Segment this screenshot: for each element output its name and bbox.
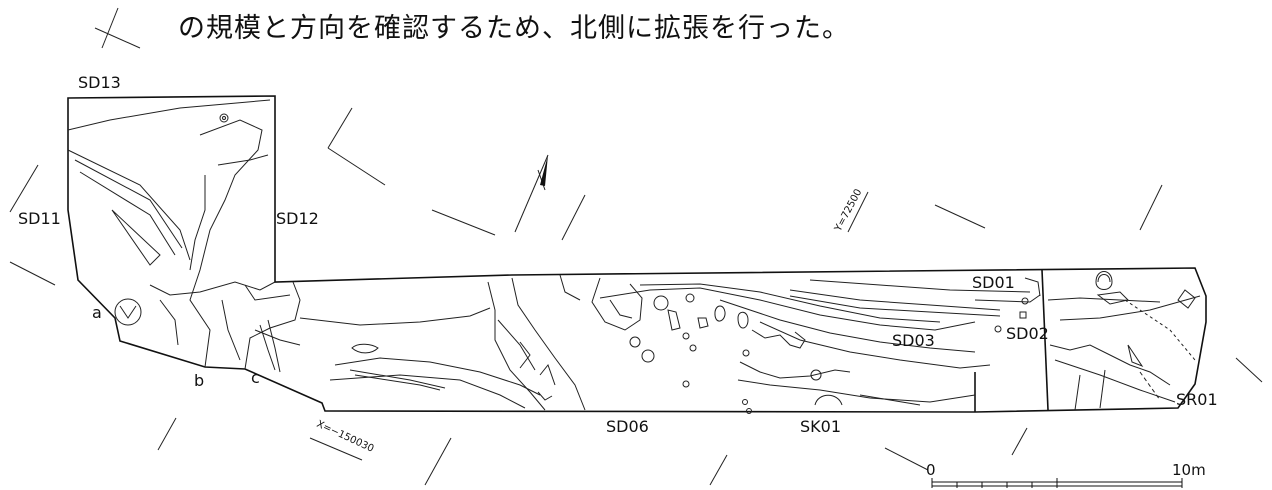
- scale-bar-start-label: 0: [926, 461, 936, 479]
- label-sd11: SD11: [18, 209, 61, 228]
- label-sk01: SK01: [800, 417, 841, 436]
- caption-text: の規模と方向を確認するため、北側に拡張を行った。: [178, 13, 850, 44]
- grid-tick-marks: [9, 7, 1263, 486]
- label-sd02: SD02: [1006, 324, 1049, 343]
- trench-outline: [67, 95, 1207, 413]
- scale-bar-end-label: 10m: [1172, 461, 1206, 479]
- label-sd12: SD12: [276, 209, 319, 228]
- north-arrow: [540, 155, 548, 186]
- label-sd06: SD06: [606, 417, 649, 436]
- scale-bar: 0 10m: [926, 461, 1206, 488]
- label-sr01: SR01: [1176, 390, 1218, 409]
- label-section-c: c: [251, 368, 260, 387]
- label-sd03: SD03: [892, 331, 935, 350]
- label-section-a: a: [92, 303, 102, 322]
- map-labels: SD13 SD11 SD12 SD01 SD02 SD03 SD06 SK01 …: [18, 73, 1218, 436]
- label-sd13: SD13: [78, 73, 121, 92]
- feature-lines: [67, 99, 1201, 414]
- grid-label-y: Y=72500: [832, 187, 864, 234]
- grid-label-x: X=−150030: [315, 419, 376, 455]
- label-section-b: b: [194, 371, 204, 390]
- label-sd01: SD01: [972, 273, 1015, 292]
